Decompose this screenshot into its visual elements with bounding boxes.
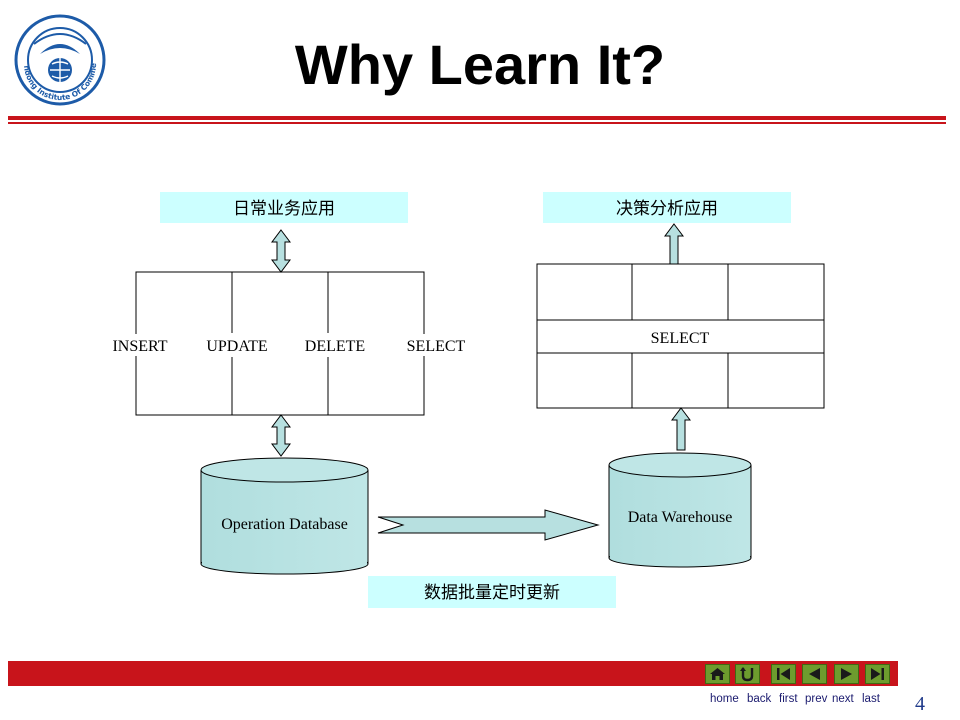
data-warehouse-label: Data Warehouse: [628, 509, 733, 526]
next-button[interactable]: [834, 664, 859, 684]
operation-database-label: Operation Database: [221, 516, 348, 533]
slide-title: Why Learn It?: [294, 33, 666, 96]
last-button[interactable]: [865, 664, 890, 684]
last-icon: [871, 668, 884, 680]
nav-label-back[interactable]: back: [747, 693, 772, 705]
school-emblem-icon: Shandong Institute Of Commerce: [14, 14, 106, 106]
op-select: SELECT: [407, 338, 466, 355]
prev-icon: [809, 668, 820, 680]
nav-label-first[interactable]: first: [779, 693, 798, 705]
next-icon: [841, 668, 852, 680]
nav-label-prev[interactable]: prev: [805, 693, 828, 705]
op-update: UPDATE: [206, 338, 267, 355]
back-button[interactable]: [735, 664, 760, 684]
data-warehouse-cylinder: Data Warehouse: [608, 452, 752, 568]
first-button[interactable]: [771, 664, 796, 684]
decision-analysis-label: 决策分析应用: [616, 199, 718, 219]
op-delete: DELETE: [305, 338, 365, 355]
transfer-arrow-icon: [377, 509, 600, 541]
operation-database-cylinder: Operation Database: [200, 457, 369, 575]
home-button[interactable]: [705, 664, 730, 684]
nav-label-last[interactable]: last: [862, 693, 880, 705]
decision-analysis-box: 决策分析应用: [543, 192, 791, 223]
prev-button[interactable]: [802, 664, 827, 684]
first-icon: [777, 668, 790, 680]
double-arrow-top-icon: [271, 229, 291, 273]
batch-update-label: 数据批量定时更新: [424, 583, 560, 603]
double-arrow-bottom-icon: [271, 414, 291, 457]
footer-bar: [8, 661, 898, 686]
daily-business-label: 日常业务应用: [233, 199, 335, 219]
daily-business-box: 日常业务应用: [160, 192, 408, 223]
title-rule-thick: [8, 116, 946, 120]
up-arrow-top-icon: [664, 223, 684, 265]
right-op-select: SELECT: [651, 330, 710, 347]
page-number: 4: [915, 693, 925, 715]
home-icon: [710, 668, 725, 680]
nav-label-home[interactable]: home: [710, 693, 739, 705]
title-rule-thin: [8, 122, 946, 124]
back-icon: [740, 667, 754, 682]
nav-label-next[interactable]: next: [832, 693, 854, 705]
up-arrow-bottom-icon: [671, 407, 691, 451]
batch-update-box: 数据批量定时更新: [368, 576, 616, 608]
op-insert: INSERT: [112, 338, 167, 355]
